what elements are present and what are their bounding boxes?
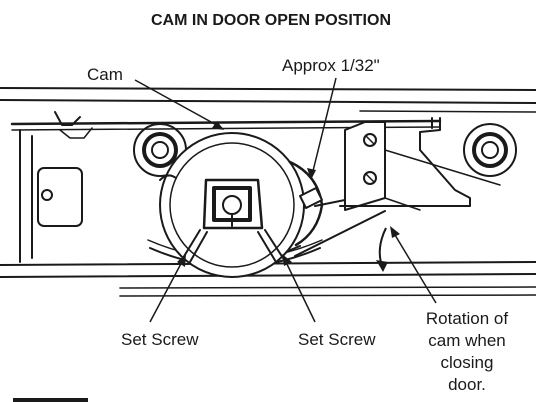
diagram-title: CAM IN DOOR OPEN POSITION xyxy=(151,12,391,29)
corner-bar xyxy=(13,398,88,402)
rotation-direction-arrow xyxy=(378,227,387,267)
rotation-label-line-1: Rotation of xyxy=(426,309,508,328)
gap-label: Approx 1/32" xyxy=(282,56,380,75)
set-screw-left-leader xyxy=(149,257,185,323)
set-screw-left-arrowhead xyxy=(177,254,186,267)
set-screw-left-label: Set Screw xyxy=(121,330,199,349)
cam-body xyxy=(147,132,324,278)
mechanism-drawing xyxy=(0,87,536,297)
rotation-arrowhead xyxy=(390,226,400,238)
left-frame xyxy=(19,129,83,263)
rotation-leader-line xyxy=(391,229,437,304)
labels: Cam Approx 1/32" Set Screw Set Screw Rot… xyxy=(87,56,508,394)
rotation-label-line-3: closing xyxy=(441,353,494,372)
upper-track xyxy=(0,87,536,139)
gap-arrowhead xyxy=(307,168,316,180)
set-screw-right-arrowhead xyxy=(282,254,292,266)
right-roller xyxy=(463,123,517,177)
set-screw-right-leader xyxy=(283,257,316,323)
cam-leader-line xyxy=(134,79,223,129)
rotation-label-line-4: door. xyxy=(448,375,486,394)
set-screw-right-label: Set Screw xyxy=(298,330,376,349)
rotation-label-line-2: cam when xyxy=(428,331,505,350)
callouts xyxy=(134,77,437,323)
cam-label: Cam xyxy=(87,65,123,84)
cam-arrowhead xyxy=(212,121,224,130)
latch-bracket xyxy=(314,117,501,211)
rotation-direction-arrowhead xyxy=(376,260,388,272)
gap-leader-line xyxy=(311,77,337,176)
